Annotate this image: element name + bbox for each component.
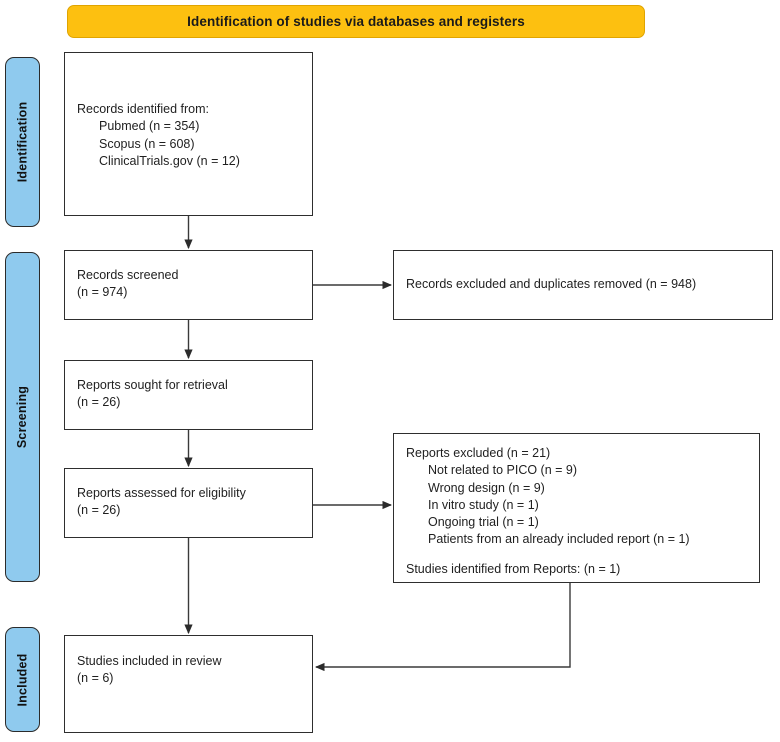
box-reports-sought-for-retrieval: Reports sought for retrieval (n = 26) bbox=[64, 360, 313, 430]
stage-label-identification: Identification bbox=[5, 57, 40, 227]
box-line: Ongoing trial (n = 1) bbox=[428, 515, 539, 529]
stage-label-screening-text: Screening bbox=[15, 385, 30, 449]
box-reports-assessed-for-eligibility: Reports assessed for eligibility (n = 26… bbox=[64, 468, 313, 538]
box-records-identified: Records identified from: Pubmed (n = 354… bbox=[64, 52, 313, 216]
box-line: Reports assessed for eligibility bbox=[77, 486, 246, 500]
box-line: Wrong design (n = 9) bbox=[428, 480, 545, 495]
stage-label-screening: Screening bbox=[5, 252, 40, 582]
box-line: Patients from an already included report… bbox=[428, 532, 690, 547]
box-line: (n = 26) bbox=[77, 395, 121, 410]
box-line: In vitro study (n = 1) bbox=[428, 497, 539, 512]
phase-banner-label: Identification of studies via databases … bbox=[187, 14, 525, 29]
stage-label-included-text: Included bbox=[15, 653, 30, 706]
box-line: Records identified from: bbox=[77, 102, 210, 116]
box-line: Records screened bbox=[77, 268, 179, 282]
box-studies-included-in-review: Studies included in review (n = 6) bbox=[64, 635, 313, 733]
stage-label-identification-text: Identification bbox=[15, 101, 30, 183]
box-records-screened: Records screened (n = 974) bbox=[64, 250, 313, 320]
box-line: ClinicalTrials.gov (n = 12) bbox=[99, 153, 240, 168]
arrow-reports-elbow-to-included bbox=[314, 583, 571, 672]
box-line: Studies included in review bbox=[77, 654, 222, 668]
box-line: Pubmed (n = 354) bbox=[99, 119, 200, 134]
box-line: (n = 26) bbox=[77, 503, 121, 518]
box-records-excluded: Records excluded and duplicates removed … bbox=[393, 250, 773, 320]
stage-label-included: Included bbox=[5, 627, 40, 732]
box-line: (n = 974) bbox=[77, 285, 128, 300]
box-reports-excluded: Reports excluded (n = 21) Not related to… bbox=[393, 433, 760, 583]
box-line: Records excluded and duplicates removed … bbox=[406, 277, 697, 291]
box-line: Reports excluded (n = 21) bbox=[406, 446, 551, 460]
box-line: Not related to PICO (n = 9) bbox=[428, 463, 578, 478]
box-line: (n = 6) bbox=[77, 671, 114, 686]
box-line: Studies identified from Reports: (n = 1) bbox=[406, 561, 621, 576]
box-line: Reports sought for retrieval bbox=[77, 378, 228, 392]
phase-banner: Identification of studies via databases … bbox=[67, 5, 645, 38]
box-line: Scopus (n = 608) bbox=[99, 136, 195, 151]
